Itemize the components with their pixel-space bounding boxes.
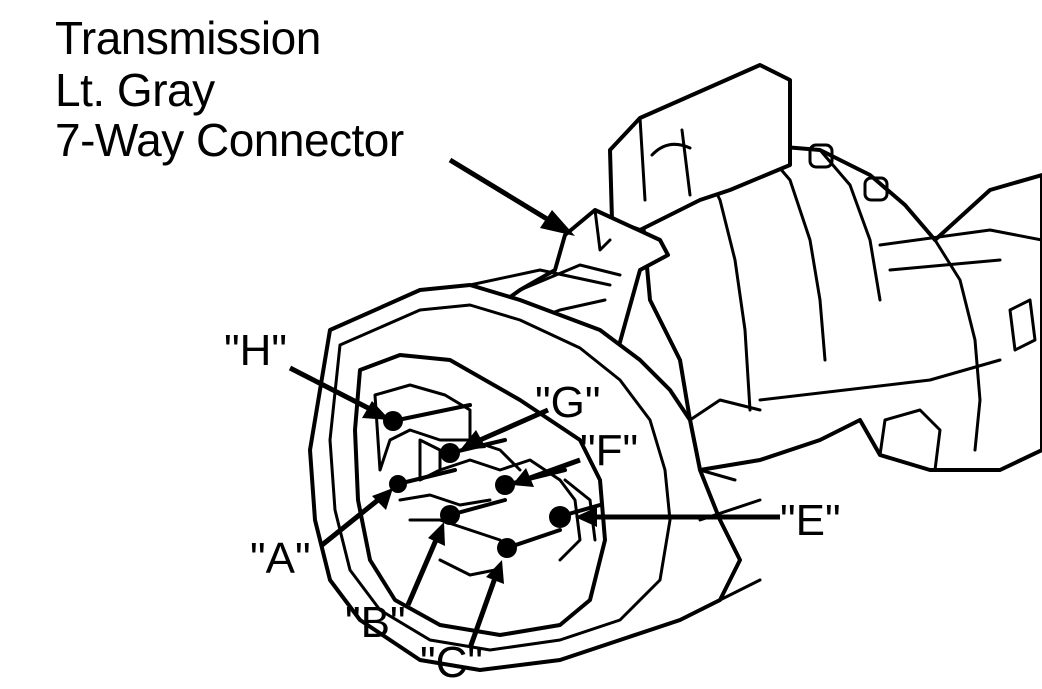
leader-lines xyxy=(288,157,780,649)
pin-label-f: "F" xyxy=(580,426,639,475)
pin-label-g: "G" xyxy=(535,378,601,427)
leader-h xyxy=(288,365,374,413)
title-line-2: Lt. Gray xyxy=(55,64,215,116)
pin-label-a: "A" xyxy=(250,534,311,583)
title-line-3: 7-Way Connector xyxy=(55,114,404,166)
pin-dot-g xyxy=(440,443,460,463)
title-line-1: Transmission xyxy=(55,12,321,64)
terminal-cavity xyxy=(353,353,607,637)
title-leader-arrowhead xyxy=(540,210,575,236)
leader-a xyxy=(320,498,380,547)
pin-dot-b xyxy=(440,505,460,525)
pin-label-c: "C" xyxy=(420,638,484,687)
leader-c xyxy=(467,577,498,649)
leader-g xyxy=(478,407,550,443)
pin-dots xyxy=(383,411,571,558)
pin-dot-f xyxy=(495,475,515,495)
leader-f xyxy=(529,457,581,481)
pin-label-e: "E" xyxy=(780,496,841,545)
pin-dot-a xyxy=(389,475,407,493)
pin-dot-h xyxy=(383,411,403,431)
pin-label-b: "B" xyxy=(345,598,406,647)
pin-dot-e xyxy=(549,506,571,528)
title-leader-line xyxy=(448,157,554,225)
pin-dot-c xyxy=(497,538,517,558)
pin-label-h: "H" xyxy=(224,326,288,375)
leader-b xyxy=(405,539,439,606)
